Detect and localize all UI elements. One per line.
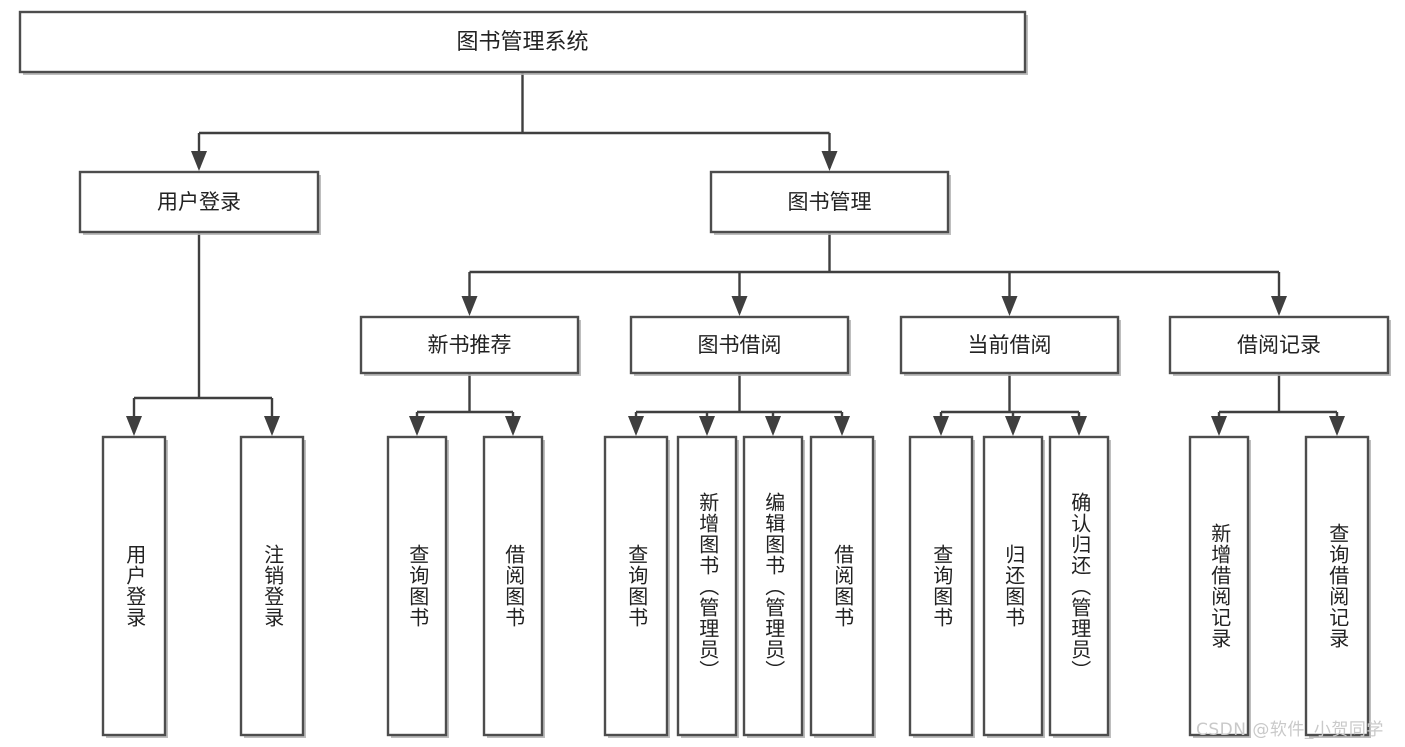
csdn-watermark: CSDN @软件_小贺同学: [1196, 720, 1384, 740]
arrow-down-icon-l3-0: [461, 296, 478, 316]
node-root-system[interactable]: [18, 10, 1027, 74]
node-current-borrow[interactable]: [899, 315, 1120, 375]
arrow-down-icon-l3-1: [731, 296, 748, 316]
node-leaf-bb-borrow[interactable]: [809, 435, 875, 737]
arrow-down-icon-l3-2: [1001, 296, 1018, 316]
arrow-down-icon-leaf-rec-borrow: [505, 416, 521, 436]
arrow-down-icon-leaf-user-login: [126, 416, 142, 436]
node-leaf-br-query[interactable]: [1304, 435, 1370, 737]
node-leaf-bb-edit[interactable]: [742, 435, 804, 737]
arrow-down-icon-l2-0: [191, 151, 207, 171]
arrow-down-icon-leaf-bb-add: [699, 416, 715, 436]
arrow-down-icon-leaf-bb-edit: [765, 416, 781, 436]
arrow-down-icon-l3-3: [1271, 296, 1287, 316]
arrow-down-icon-leaf-br-add: [1211, 416, 1227, 436]
arrow-down-icon-leaf-rec-query: [409, 416, 425, 436]
node-box-layer: [18, 10, 1391, 738]
node-leaf-br-add[interactable]: [1188, 435, 1250, 737]
node-leaf-cb-query[interactable]: [908, 435, 974, 737]
node-label-borrow-record: 借阅记录: [1237, 333, 1321, 357]
arrow-down-icon-leaf-bb-query: [628, 416, 644, 436]
node-leaf-cb-return[interactable]: [982, 435, 1044, 737]
node-label-root-system: 图书管理系统: [456, 30, 588, 55]
arrow-down-icon-leaf-user-logout: [264, 416, 280, 436]
node-label-user-login: 用户登录: [157, 190, 241, 214]
node-leaf-bb-add[interactable]: [676, 435, 738, 737]
arrow-down-icon-leaf-cb-return: [1005, 416, 1021, 436]
arrow-down-icon-leaf-bb-borrow: [834, 416, 850, 436]
node-leaf-rec-borrow[interactable]: [482, 435, 544, 737]
node-leaf-user-logout[interactable]: [239, 435, 305, 737]
node-label-book-borrow: 图书借阅: [698, 333, 782, 357]
node-new-book-rec[interactable]: [359, 315, 580, 375]
arrow-down-icon-l2-1: [821, 151, 838, 171]
arrow-down-icon-leaf-br-query: [1329, 416, 1345, 436]
node-borrow-record[interactable]: [1168, 315, 1390, 375]
node-label-current-borrow: 当前借阅: [968, 333, 1052, 357]
node-book-manage[interactable]: [709, 170, 950, 234]
arrow-down-icon-leaf-cb-confirm: [1071, 416, 1087, 436]
node-leaf-rec-query[interactable]: [386, 435, 448, 737]
node-label-new-book-rec: 新书推荐: [428, 333, 512, 357]
node-label-book-manage: 图书管理: [788, 190, 872, 214]
node-leaf-user-login[interactable]: [101, 435, 167, 737]
connector-layer: [126, 72, 1345, 436]
node-book-borrow[interactable]: [629, 315, 850, 375]
node-leaf-cb-confirm[interactable]: [1048, 435, 1110, 737]
node-leaf-bb-query[interactable]: [603, 435, 669, 737]
arrow-down-icon-leaf-cb-query: [933, 416, 949, 436]
node-user-login[interactable]: [78, 170, 320, 234]
